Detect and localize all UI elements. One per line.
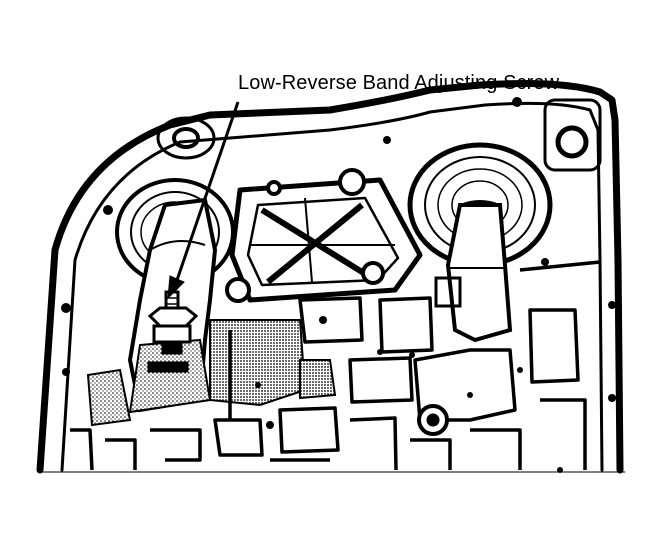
port — [319, 316, 327, 324]
port — [517, 367, 523, 373]
filter-port — [417, 404, 449, 436]
callout-leader-arrow — [167, 101, 240, 300]
bolt-hole — [383, 136, 391, 144]
upper-left-mount-lug — [156, 116, 216, 160]
bolt-hole — [512, 97, 522, 107]
bolt-hole — [61, 303, 71, 313]
case-bolt-holes — [61, 97, 616, 402]
boss — [266, 180, 282, 196]
boss — [225, 277, 251, 303]
center-cross-brace — [229, 177, 423, 303]
boss — [338, 168, 366, 196]
bolt-hole — [608, 301, 616, 309]
port — [266, 421, 274, 429]
adjusting-screw-assembly — [147, 290, 199, 373]
port — [467, 392, 473, 398]
valve-ports — [255, 258, 563, 473]
upper-right-mount-lug — [543, 98, 602, 172]
callout-label: Low-Reverse Band Adjusting Screw — [238, 72, 560, 94]
transmission-case-outline — [36, 80, 624, 474]
bolt-hole — [62, 368, 70, 376]
port — [541, 258, 549, 266]
right-servo-lever — [434, 200, 513, 343]
port — [409, 352, 415, 358]
port — [255, 382, 261, 388]
port — [377, 349, 383, 355]
bolt-hole — [103, 205, 113, 215]
locknut — [147, 306, 199, 328]
bolt-hole — [608, 394, 616, 402]
boss — [361, 261, 385, 285]
center-bosses — [225, 168, 385, 303]
valve-body-shading — [86, 319, 337, 427]
